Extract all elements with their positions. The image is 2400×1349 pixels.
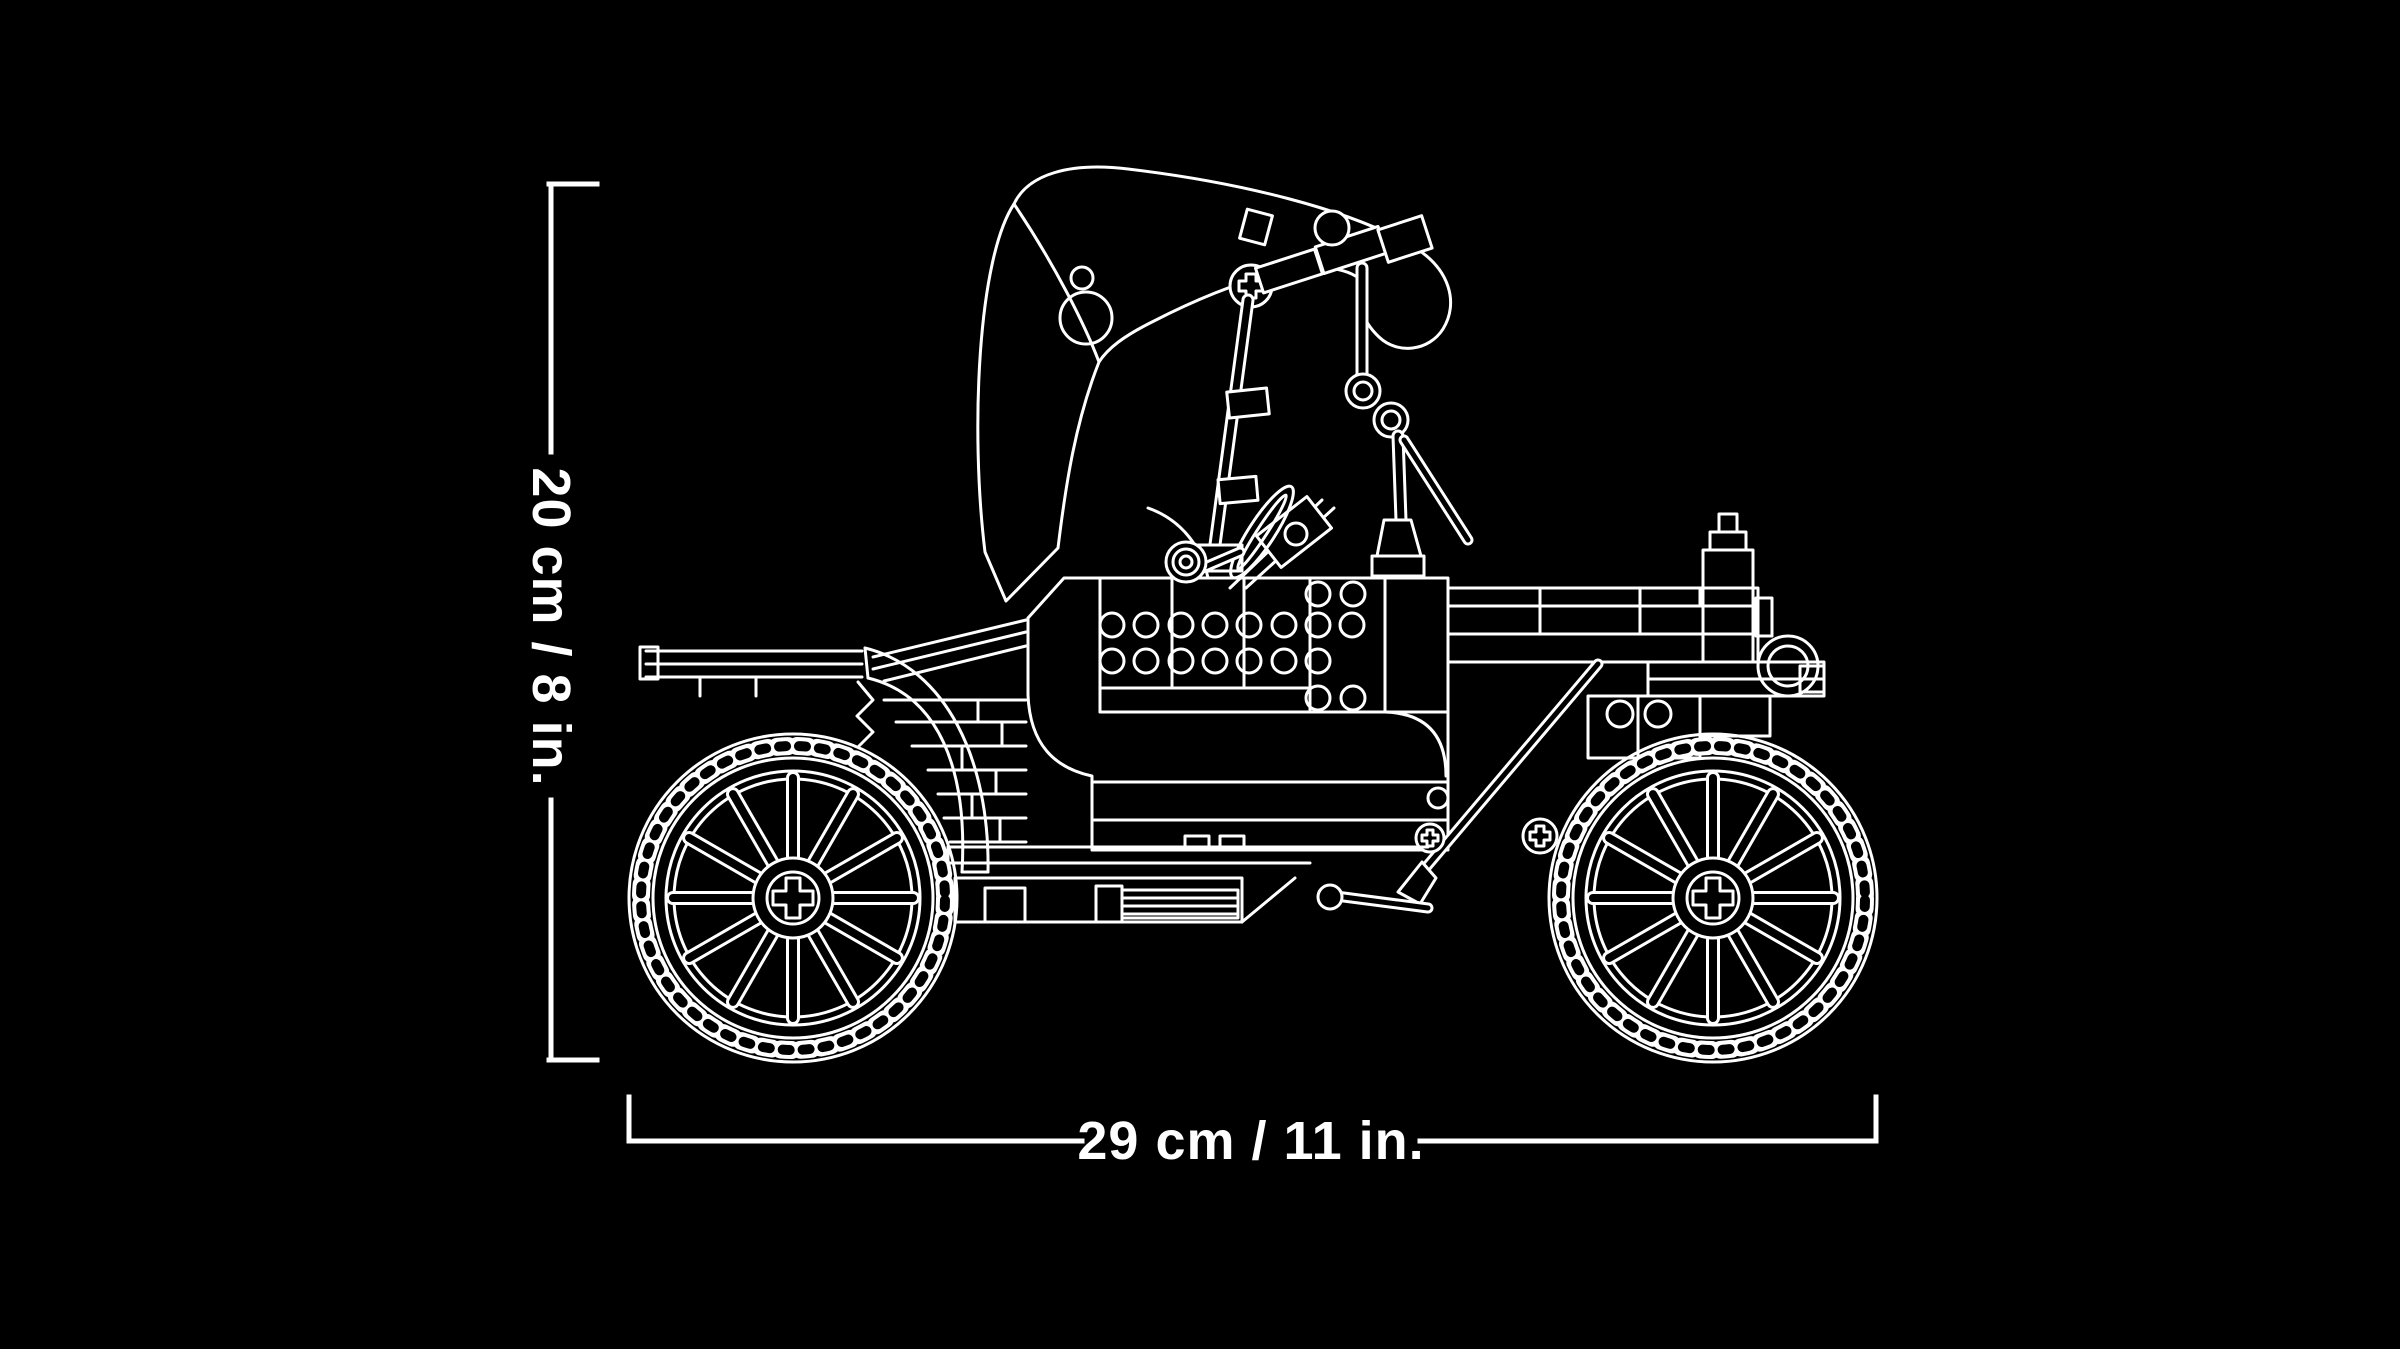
steering	[1164, 484, 1336, 590]
muffler	[1120, 888, 1240, 920]
rear-body-panels	[871, 618, 1028, 844]
chassis-underbody	[946, 834, 1430, 924]
car-line-art	[629, 165, 1877, 1062]
windshield-struts	[1196, 207, 1474, 578]
lamp-bracket	[1754, 596, 1774, 638]
front-axle-pin	[1414, 817, 1559, 855]
front-wheel	[1549, 734, 1877, 1062]
canopy-fold-line	[1012, 202, 1101, 364]
width-dimension: 29 cm / 11 in.	[626, 1094, 1879, 1171]
rear-fender	[863, 646, 990, 874]
height-dimension: 20 cm / 8 in.	[521, 181, 600, 1063]
height-dimension-label: 20 cm / 8 in.	[521, 467, 581, 786]
hood-front	[1316, 512, 1826, 914]
headlamp-icon	[1756, 634, 1820, 698]
body-tub	[1026, 506, 1450, 852]
steering-wheel	[1229, 484, 1295, 580]
rear-rack	[638, 645, 875, 748]
rear-wheel	[629, 734, 957, 1062]
width-dimension-label: 29 cm / 11 in.	[1077, 1111, 1424, 1171]
canopy	[976, 165, 1452, 603]
